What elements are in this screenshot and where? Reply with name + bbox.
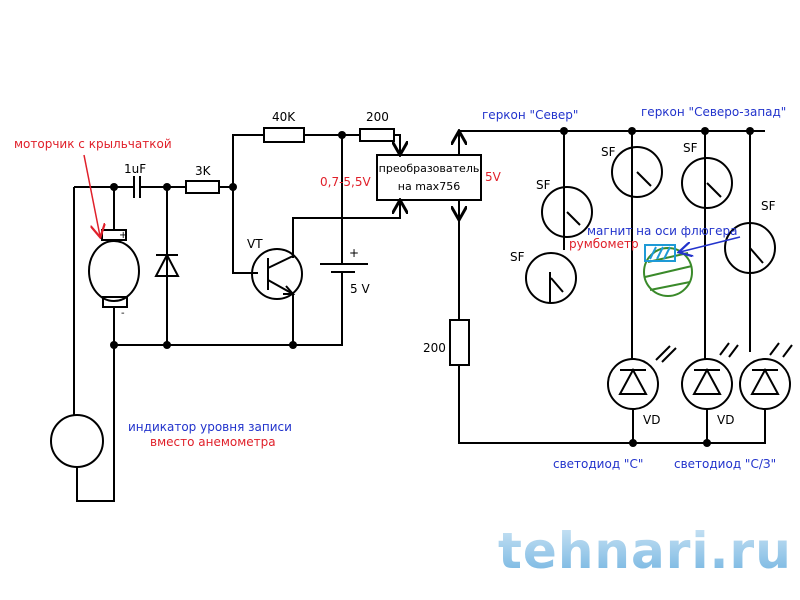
indicator-label-2: вместо анемометра (150, 435, 276, 449)
battery (320, 263, 368, 273)
sf-label: SF (510, 250, 525, 264)
converter-box (376, 154, 482, 201)
capacitor-label: 1uF (124, 162, 146, 176)
resistor-200-side (449, 319, 470, 366)
resistor-3k (185, 180, 220, 194)
reed-north-label: геркон "Север" (482, 108, 578, 122)
motor-label: моторчик с крыльчаткой (14, 137, 172, 151)
transistor (251, 248, 303, 300)
magnet-arrow (680, 236, 741, 252)
resistor-200-top-label: 200 (366, 110, 389, 124)
battery-label: 5 V (350, 282, 370, 296)
sf-label: SF (536, 178, 551, 192)
led-label: VD (643, 413, 660, 427)
converter-line2: на max756 (398, 180, 460, 193)
capacitor (133, 176, 141, 198)
motor-arrow (83, 154, 100, 236)
motor (88, 229, 140, 308)
resistor-40k (263, 127, 305, 143)
reed-switches (525, 146, 776, 304)
reed-northwest-label: геркон "Северо-запад" (641, 105, 786, 119)
battery-plus: + (349, 246, 359, 260)
watermark: tehnari.ru (498, 522, 792, 580)
converter-line1: преобразователь (379, 162, 480, 175)
sf-label: SF (683, 141, 698, 155)
magnet (643, 244, 693, 297)
sf-label: SF (761, 199, 776, 213)
leds (607, 342, 793, 410)
voltage-range-label: 0,7-5,5V (320, 175, 371, 189)
led-label: VD (717, 413, 734, 427)
resistor-3k-label: 3K (195, 164, 212, 178)
motor-minus: - (121, 308, 125, 319)
wires-left (73, 134, 400, 502)
indicator-label-1: индикатор уровня записи (128, 420, 292, 434)
magnet-label: магнит на оси флюгера (587, 224, 737, 238)
transistor-label: VT (247, 237, 263, 251)
resistor-200-side-label: 200 (423, 341, 446, 355)
resistor-40k-label: 40K (272, 110, 296, 124)
level-indicator-meter (50, 414, 104, 468)
junctions-right (560, 127, 754, 447)
motor-plus: + (119, 230, 127, 241)
led-northwest-label: светодиод "С/З" (674, 457, 776, 471)
resistor-200-top (359, 128, 395, 142)
rumbometer-label: румбометр (569, 237, 639, 251)
wires-right (459, 131, 766, 444)
led-north-label: светодиод "С" (553, 457, 643, 471)
diode (154, 252, 180, 277)
junctions-left (110, 131, 346, 349)
sf-label: SF (601, 145, 616, 159)
output-voltage-label: 5V (485, 170, 502, 184)
